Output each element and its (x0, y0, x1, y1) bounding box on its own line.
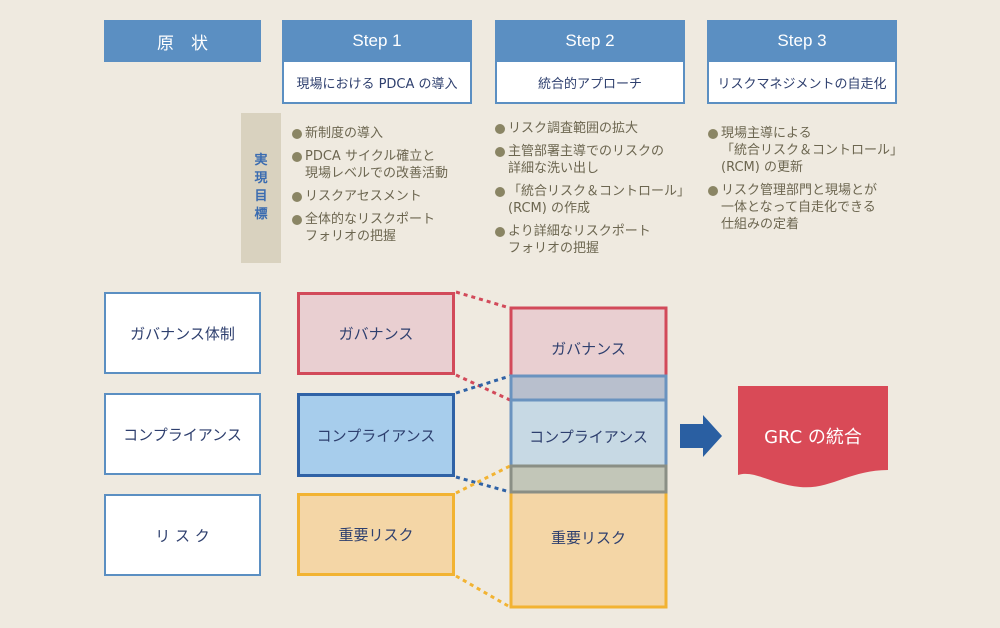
grc-integration-label: GRC の統合 (764, 427, 862, 448)
goal-item: 現場主導による 「統合リスク＆コントロール」 (RCM) の更新 (708, 125, 908, 176)
step1-governance-box: ガバナンス (297, 292, 455, 375)
step2-compliance-label: コンプライアンス (529, 427, 648, 446)
subtitle-step3: リスクマネジメントの自走化 (707, 62, 897, 104)
goal-item: より詳細なリスクポート フォリオの把握 (495, 223, 695, 257)
goal-label-char: 目 (254, 189, 268, 204)
goals-step3: 現場主導による 「統合リスク＆コントロール」 (RCM) の更新 リスク管理部門… (708, 125, 908, 239)
header-step3: Step 3 (707, 20, 897, 62)
original-governance-box: ガバナンス体制 (104, 292, 261, 374)
goal-item: リスクアセスメント (292, 188, 492, 205)
goal-label-char: 標 (254, 207, 268, 222)
goal-item: 全体的なリスクポート フォリオの把握 (292, 211, 492, 245)
header-step2: Step 2 (495, 20, 685, 62)
subtitle-step2: 統合的アプローチ (495, 62, 685, 104)
header-original: 原 状 (104, 20, 261, 62)
goal-item: リスク管理部門と現場とが 一体となって自走化できる 仕組みの定着 (708, 182, 908, 233)
step1-compliance-box: コンプライアンス (297, 393, 455, 477)
goals-step1: 新制度の導入 PDCA サイクル確立と 現場レベルでの改善活動 リスクアセスメン… (292, 125, 492, 251)
original-risk-box: リ ス ク (104, 494, 261, 576)
goal-label: 実 現 目 標 (241, 113, 281, 263)
goal-item: PDCA サイクル確立と 現場レベルでの改善活動 (292, 148, 492, 182)
step2-risk-label: 重要リスク (550, 528, 626, 547)
header-step1: Step 1 (282, 20, 472, 62)
original-compliance-box: コンプライアンス (104, 393, 261, 475)
goal-label-char: 現 (254, 171, 268, 186)
goal-item: 主管部署主導でのリスクの 詳細な洗い出し (495, 143, 695, 177)
goal-item: リスク調査範囲の拡大 (495, 120, 695, 137)
step1-risk-box: 重要リスク (297, 493, 455, 576)
goals-step2: リスク調査範囲の拡大 主管部署主導でのリスクの 詳細な洗い出し 「統合リスク＆コ… (495, 120, 695, 263)
step2-governance-label: ガバナンス (551, 339, 626, 358)
subtitle-step1: 現場における PDCA の導入 (282, 62, 472, 104)
goal-item: 「統合リスク＆コントロール」 (RCM) の作成 (495, 183, 695, 217)
goal-label-char: 実 (254, 153, 268, 168)
goal-item: 新制度の導入 (292, 125, 492, 142)
